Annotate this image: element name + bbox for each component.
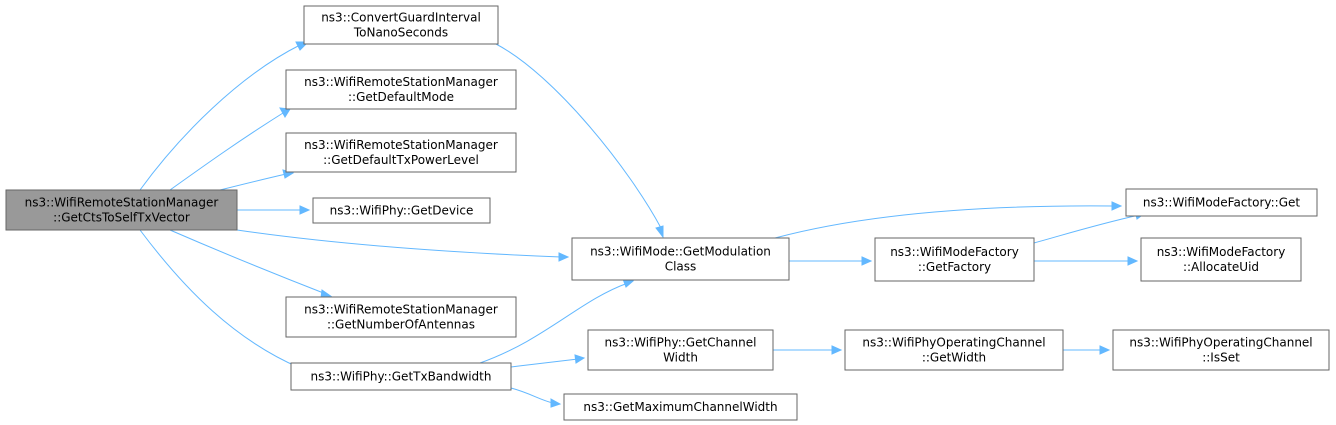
edge-line [510,387,554,404]
node-box [1140,237,1302,282]
edge-arrowhead [550,398,562,408]
edge-root-gna [169,229,334,299]
node-label-line: ::AllocateUid [1183,260,1259,274]
edge-cgi-gmc [495,43,664,239]
node-root[interactable]: ns3::WifiRemoteStationManager::GetCtsToS… [5,189,238,231]
edge-gmc-mfget [774,201,1123,239]
node-label-line: ns3::WifiPhy::GetTxBandwidth [311,370,492,384]
edge-gmc-mfgf [789,256,873,266]
edge-root-cgi [139,41,310,191]
node-label-line: ns3::GetMaximumChannelWidth [583,400,777,414]
node-label-line: ToNanoSeconds [353,26,448,40]
edge-line [236,229,562,258]
edge-arrowhead [1099,345,1111,355]
node-gtxbw[interactable]: ns3::WifiPhy::GetTxBandwidth [290,362,512,391]
edge-root-gmc [236,229,570,262]
node-mfgf[interactable]: ns3::WifiModeFactory::GetFactory [874,237,1035,282]
node-label-line: ns3::ConvertGuardInterval [321,11,481,25]
edge-root-gdev [237,205,311,215]
edge-root-gdm [169,107,291,191]
node-pocgw[interactable]: ns3::WifiPhyOperatingChannel::GetWidth [844,329,1064,371]
node-label-line: ns3::WifiModeFactory [1157,245,1286,259]
edge-line [510,358,579,368]
node-label-line: ::GetWidth [922,351,986,365]
node-label-line: ns3::WifiMode::GetModulation [590,245,771,259]
edge-arrowhead [1111,201,1123,211]
edge-arrowhead [279,107,291,118]
node-label-line: ns3::WifiPhy::GetChannel [605,336,757,350]
node-label-line: ns3::WifiRemoteStationManager [304,75,498,89]
edge-line [139,229,301,369]
node-label-line: ns3::WifiModeFactory::Get [1143,196,1300,210]
edge-gtxbw-gcw [510,354,586,368]
node-label-line: ns3::WifiPhy::GetDevice [330,204,474,218]
node-box [285,296,517,338]
node-label-line: ns3::WifiRemoteStationManager [25,196,219,210]
node-pocis[interactable]: ns3::WifiPhyOperatingChannel::IsSet [1112,329,1330,371]
edge-arrowhead [299,205,311,215]
node-box [563,393,798,421]
node-label-line: ::GetDefaultTxPowerLevel [323,153,479,167]
edge-pocgw-pocis [1063,345,1111,355]
node-mfau[interactable]: ns3::WifiModeFactory::AllocateUid [1140,237,1302,282]
node-label-line: ::GetCtsToSelfTxVector [53,211,190,225]
node-gdm[interactable]: ns3::WifiRemoteStationManager::GetDefaul… [285,69,517,110]
node-label-line: ::IsSet [1202,351,1240,365]
node-box [571,237,790,281]
node-label-line: ::GetFactory [918,260,991,274]
node-gmcw[interactable]: ns3::GetMaximumChannelWidth [563,393,798,421]
edge-line [169,229,327,295]
node-gdev[interactable]: ns3::WifiPhy::GetDevice [312,197,491,224]
edge-arrowhead [574,354,586,364]
edge-line [219,173,287,191]
edge-line [169,112,284,191]
edge-arrowhead [558,252,570,262]
node-box [1112,329,1330,371]
node-box [285,132,517,173]
edge-line [495,43,662,229]
node-box [303,5,499,45]
node-label-line: ns3::WifiRemoteStationManager [304,138,498,152]
node-label-line: ::GetDefaultMode [348,90,454,104]
nodes-layer: ns3::WifiRemoteStationManager::GetCtsToS… [5,5,1330,421]
node-box [5,189,238,231]
edge-arrowhead [831,345,843,355]
edge-arrowhead [861,256,873,266]
edge-line [479,282,629,364]
edge-gtxbw-gmcw [510,387,562,408]
node-box [285,69,517,110]
edge-line [1033,214,1140,244]
node-label-line: ns3::WifiPhyOperatingChannel [862,336,1045,350]
node-box [1125,188,1318,217]
edge-mfgf-mfau [1034,256,1139,266]
node-label-line: ::GetNumberOfAntennas [327,318,475,332]
edge-line [774,205,1115,239]
node-box [844,329,1064,371]
node-box [587,329,774,371]
edge-gcw-pocgw [773,345,843,355]
edge-arrowhead [655,225,664,239]
edge-arrowhead [1127,256,1139,266]
node-label-line: ns3::WifiPhyOperatingChannel [1129,336,1312,350]
node-label-line: ns3::WifiModeFactory [890,245,1019,259]
node-label-line: ns3::WifiRemoteStationManager [304,303,498,317]
node-mfget[interactable]: ns3::WifiModeFactory::Get [1125,188,1318,217]
node-box [312,197,491,224]
node-label-line: Class [665,260,697,274]
edges-layer [139,41,1147,408]
edge-root-gdtx [219,169,295,191]
edge-line [139,44,301,191]
edge-root-gtxbw [139,229,308,372]
node-box [874,237,1035,282]
node-gdtx[interactable]: ns3::WifiRemoteStationManager::GetDefaul… [285,132,517,173]
node-label-line: Width [663,351,698,365]
node-gna[interactable]: ns3::WifiRemoteStationManager::GetNumber… [285,296,517,338]
node-box [290,362,512,391]
